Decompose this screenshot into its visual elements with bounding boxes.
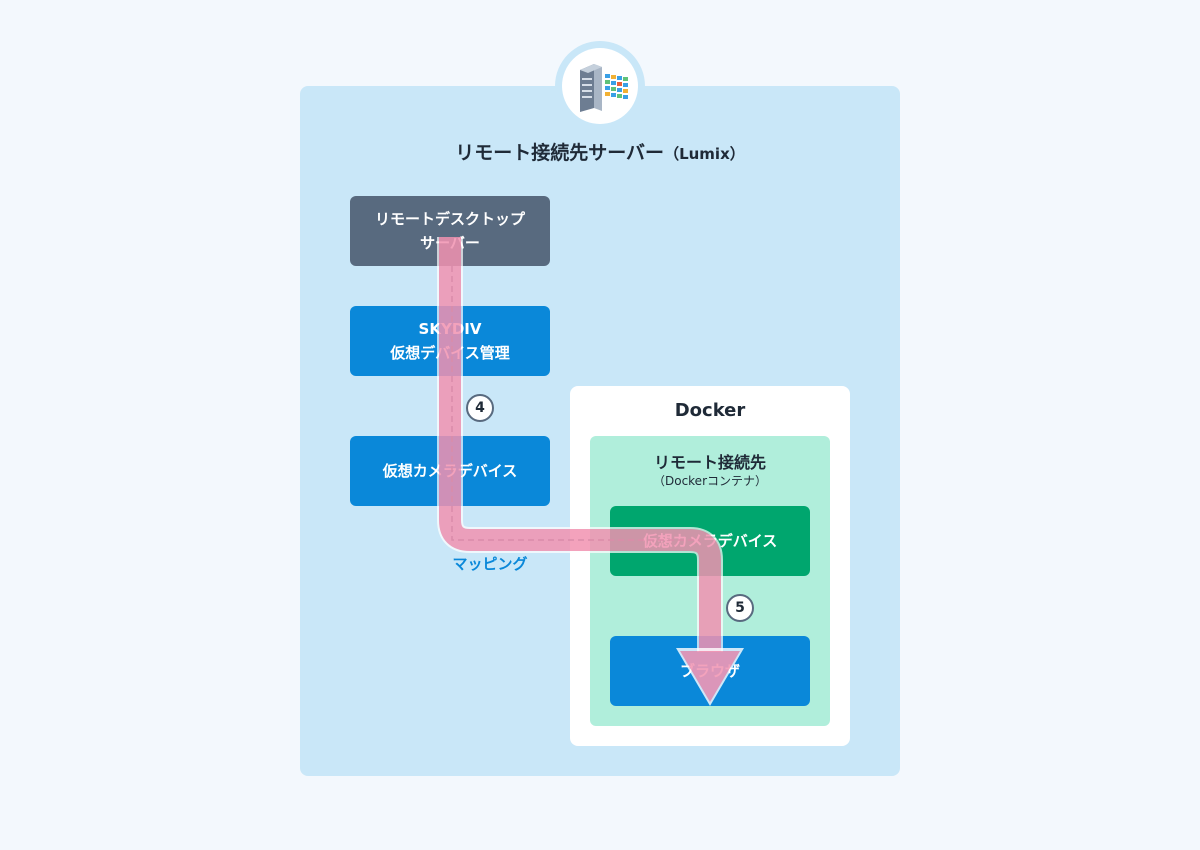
server-icon [580,64,628,112]
server-title: リモート接続先サーバー（Lumix） [300,138,900,165]
remote-desktop-server-line1: リモートデスクトップ [374,210,525,228]
container-title: リモート接続先 [653,453,766,472]
server-title-sub: （Lumix） [664,145,745,163]
skydiv-box: SKYDIV 仮想デバイス管理 [350,306,550,376]
step-4-badge: 4 [466,394,494,422]
remote-desktop-server-box: リモートデスクトップ サーバー [350,196,550,266]
browser-box: ブラウザ [610,636,810,706]
server-title-main: リモート接続先サーバー [455,142,665,164]
remote-desktop-server-line2: サーバー [420,234,480,252]
virtual-camera-device-host-label: 仮想カメラデバイス [382,462,518,480]
skydiv-line1: SKYDIV [418,320,482,338]
virtual-camera-device-box-host: 仮想カメラデバイス [350,436,550,506]
docker-title: Docker [674,400,746,421]
container-subtitle: （Dockerコンテナ） [652,474,768,488]
skydiv-line2: 仮想デバイス管理 [390,344,510,362]
virtual-camera-device-box-container: 仮想カメラデバイス [610,506,810,576]
mapping-label: マッピング [452,555,528,573]
virtual-camera-device-container-label: 仮想カメラデバイス [642,532,778,550]
step-5-badge: 5 [726,594,754,622]
server-icon-circle [562,48,638,124]
browser-label: ブラウザ [679,662,740,680]
server-icon-badge [555,41,645,131]
